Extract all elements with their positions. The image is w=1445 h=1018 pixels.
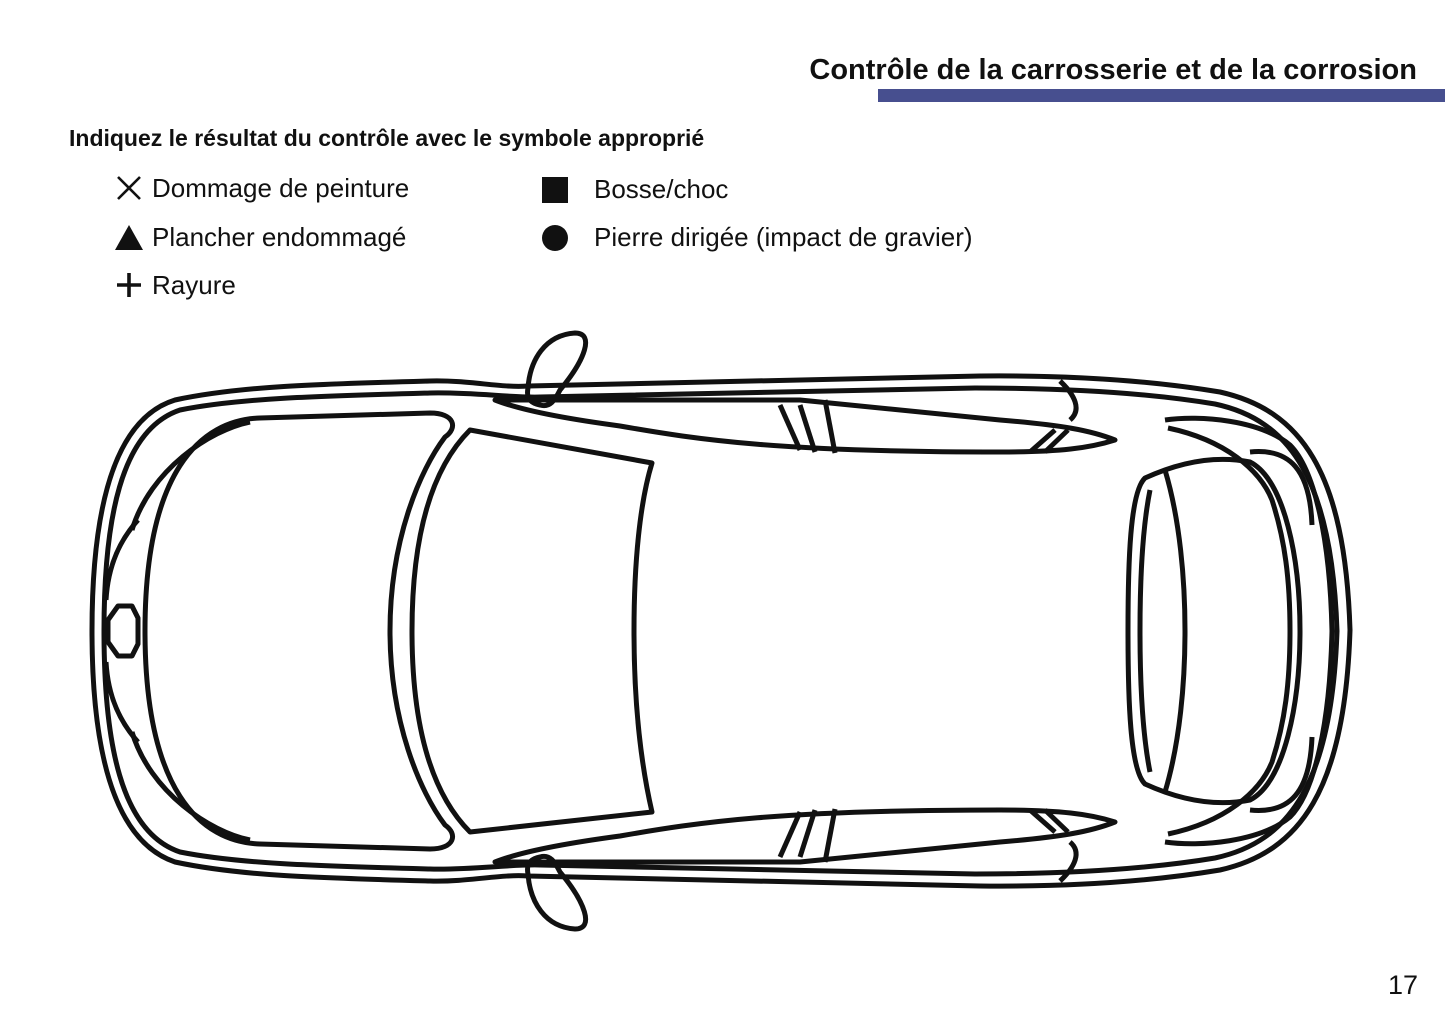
legend-label: Rayure — [152, 269, 236, 300]
side-windows-top — [492, 379, 1118, 455]
instruction-text: Indiquez le résultat du contrôle avec le… — [69, 125, 705, 151]
legend-label: Pierre dirigée (impact de gravier) — [594, 221, 973, 252]
square-icon — [540, 174, 570, 204]
hood — [1164, 415, 1335, 847]
rear-light — [105, 603, 141, 659]
rear-windshield — [129, 410, 456, 852]
side-mirrors — [525, 330, 589, 932]
mirror-right — [525, 853, 589, 932]
front-windshield — [1125, 456, 1303, 806]
roof-window — [409, 427, 655, 835]
rear-bumper — [103, 518, 141, 744]
legend-item-paint-damage: Dommage de peinture — [114, 171, 409, 205]
legend-item-scratch: Rayure — [114, 268, 236, 302]
legend-item-floor-damage: Plancher endommagé — [114, 220, 406, 254]
legend-label: Bosse/choc — [594, 173, 729, 204]
circle-icon — [540, 222, 570, 252]
car-outline — [89, 373, 1353, 889]
cross-icon — [114, 173, 144, 203]
triangle-icon — [114, 222, 144, 252]
side-windows-bottom — [492, 807, 1118, 883]
legend-item-stone-chip: Pierre dirigée (impact de gravier) — [540, 220, 973, 254]
legend-label: Plancher endommagé — [152, 221, 407, 252]
plus-icon — [114, 270, 144, 300]
header-accent-bar — [878, 89, 1445, 102]
mirror-left — [525, 330, 589, 409]
page-title: Contrôle de la carrosserie et de la corr… — [809, 54, 1417, 86]
legend-label: Dommage de peinture — [152, 172, 410, 203]
legend-item-dent: Bosse/choc — [540, 172, 728, 206]
page-number: 17 — [1387, 970, 1418, 1000]
